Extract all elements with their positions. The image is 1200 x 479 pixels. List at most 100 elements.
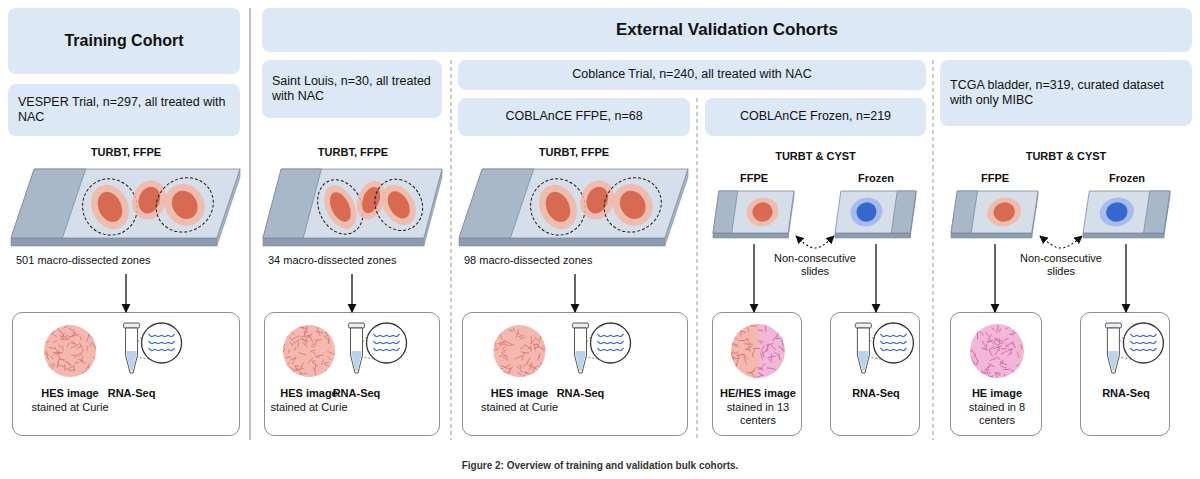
- tissue-fibre: [1006, 342, 1013, 346]
- tissue-halo: [157, 176, 212, 233]
- slide-edge: [11, 238, 217, 246]
- box-icons: [831, 313, 921, 385]
- tissue-fibre: [539, 353, 540, 357]
- specimen-label: FFPE: [712, 172, 796, 185]
- data-box: HES imagestained at CurieRNA-Seq: [12, 312, 240, 436]
- tissue-fibre: [778, 326, 783, 329]
- tissue-fibre: [771, 354, 772, 360]
- slide-edge: [835, 233, 910, 238]
- tissue-core: [167, 186, 203, 224]
- tissue-fibre: [978, 329, 983, 335]
- tissue-fibre: [987, 366, 990, 367]
- tissue-fibre: [42, 341, 49, 344]
- tube-body: [857, 328, 869, 373]
- tissue-fibre: [48, 376, 50, 382]
- zone-count: 34 macro-dissected zones: [268, 254, 444, 267]
- tissue-fibre: [971, 363, 977, 364]
- tissue-fibre: [750, 325, 756, 326]
- tissue-fibre: [41, 338, 44, 344]
- magnifier: [367, 323, 407, 363]
- tissue-fibre: [491, 357, 495, 359]
- tissue-fibre: [80, 360, 86, 363]
- tissue-fibre: [1004, 374, 1005, 380]
- slide-label-area: [11, 169, 86, 238]
- tissue-fibre: [743, 339, 748, 341]
- tissue-fibre: [990, 358, 997, 361]
- tissue-core: [326, 189, 355, 225]
- tissue-fibre: [974, 354, 976, 357]
- tissue-fibre: [90, 366, 96, 371]
- tissue-fibre: [995, 372, 1000, 374]
- tissue-fibre: [313, 352, 316, 354]
- tissue-fibre: [95, 339, 101, 340]
- dashed-divider: [451, 60, 452, 440]
- rna-strand: [598, 334, 624, 337]
- dashed-divider: [933, 60, 934, 440]
- slide-face: [713, 191, 794, 233]
- tissue-fibre: [95, 344, 97, 351]
- tissue-fibre: [520, 337, 525, 338]
- tissue-fibre: [513, 328, 515, 331]
- tissue-fibre: [545, 360, 547, 364]
- tissue-core: [854, 200, 878, 224]
- tissue-fibre: [288, 366, 294, 370]
- slide-drawing: [950, 190, 1040, 240]
- image-half: [731, 324, 758, 378]
- tissue-fibre: [785, 362, 789, 368]
- tissue-fibre: [54, 341, 57, 343]
- tissue-fibre: [982, 371, 985, 373]
- tissue-fibre: [93, 343, 96, 349]
- tissue-fibre: [289, 342, 293, 346]
- tissue-fibre: [522, 354, 524, 360]
- box-icons: [463, 313, 689, 385]
- tissue-fibre: [1019, 329, 1020, 332]
- tissue-fibre: [75, 362, 79, 364]
- tissue-fibre: [290, 375, 296, 377]
- tissue-fibre: [994, 338, 998, 341]
- tissue-core: [93, 188, 127, 226]
- tissue-fibre: [751, 377, 756, 381]
- slide-drawing: [10, 168, 242, 248]
- tissue-fibre: [762, 346, 764, 349]
- slide-label-area: [891, 191, 916, 233]
- slide-label-area: [263, 169, 321, 238]
- tissue-fibre: [282, 370, 286, 373]
- rna-strand: [1130, 348, 1156, 351]
- tissue-fibre: [732, 343, 737, 345]
- tissue-fibre: [996, 373, 1000, 375]
- header-text: External Validation Cohorts: [272, 20, 1182, 41]
- tissue-fibre: [543, 347, 549, 352]
- tissue-fibre: [758, 329, 762, 331]
- tissue-fibre: [510, 367, 513, 369]
- tissue-fibre: [327, 375, 328, 382]
- tissue-fibre: [67, 343, 70, 347]
- tissue-fibre: [56, 327, 60, 332]
- tissue-fibre: [534, 343, 536, 350]
- tissue-fibre: [60, 365, 64, 367]
- tissue-fibre: [985, 366, 990, 370]
- tissue-fibre: [501, 340, 504, 343]
- tissue-fibre: [69, 370, 75, 371]
- tissue-fibre: [537, 376, 539, 379]
- tissue-fibre: [49, 331, 55, 332]
- specimen-label: FFPE: [950, 172, 1040, 185]
- tissue-fibre: [500, 334, 502, 339]
- connector-arrow: [125, 274, 126, 312]
- tissue-fibre: [1001, 348, 1006, 349]
- cohort-label: COBLAnCE FFPE, n=68: [468, 109, 680, 124]
- tissue-fibre: [497, 345, 502, 350]
- glass-slide: FFPE: [712, 172, 796, 244]
- rna-tube-icon: [1105, 323, 1163, 373]
- tissue-fibre: [67, 362, 70, 364]
- specimen-label: Frozen: [834, 172, 918, 185]
- assay-label: RNA-Seq: [831, 387, 921, 400]
- tissue-fibre: [74, 353, 80, 358]
- tissue-fibre: [70, 329, 74, 331]
- cohort-label: TCGA bladder, n=319, curated dataset wit…: [950, 78, 1182, 109]
- rna-tube-icon: [855, 323, 913, 373]
- tissue-fibre: [1010, 368, 1013, 371]
- glass-slide: Frozen: [1082, 172, 1172, 244]
- connector-arrow: [753, 244, 754, 312]
- tissue-fibre: [1012, 343, 1015, 348]
- tissue-fibre: [312, 360, 315, 361]
